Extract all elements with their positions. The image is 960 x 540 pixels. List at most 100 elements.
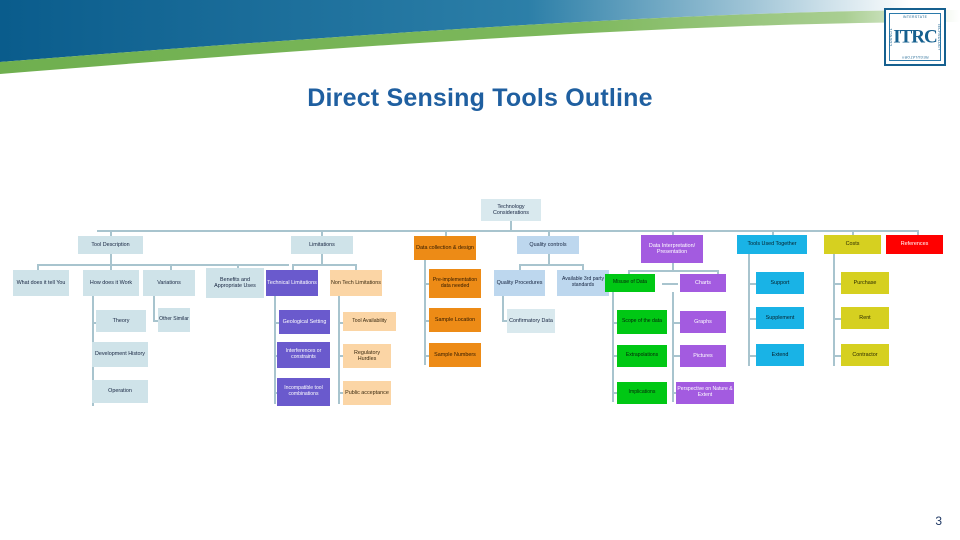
connector-preimplementation-link — [424, 283, 430, 285]
connector-geological-link — [274, 322, 280, 324]
node-incompatible-tools[interactable]: Incompatible tool combinations — [277, 378, 330, 406]
connector-other-similar-link — [153, 320, 159, 322]
node-charts[interactable]: Charts — [680, 274, 726, 292]
connector-datacollection-spine — [424, 260, 426, 365]
node-pictures[interactable]: Pictures — [680, 345, 726, 367]
node-interferences[interactable]: Interferences or constraints — [277, 342, 330, 368]
node-implications[interactable]: Implications — [617, 382, 667, 404]
connector-rent-link — [833, 318, 841, 320]
connector-tool-description-bar — [37, 264, 289, 266]
node-costs[interactable]: Costs — [824, 235, 881, 254]
connector-drop-data-interpretation — [672, 230, 674, 235]
connector-limitations-bar — [292, 264, 356, 266]
connector-lim-drop-1 — [292, 264, 294, 270]
connector-extrapolations-link — [612, 355, 618, 357]
connector-supplement-link — [748, 318, 756, 320]
connector-td-drop-2 — [110, 264, 112, 270]
node-contractor[interactable]: Contractor — [841, 344, 889, 366]
node-benefits-uses[interactable]: Benefits and Appropriate Uses — [206, 268, 264, 298]
connector-datainterp-bar — [628, 270, 718, 272]
node-misuse-of-data[interactable]: Misuse of Data — [605, 274, 655, 292]
header-banner — [0, 0, 960, 78]
connector-drop-tools-used-together — [772, 230, 774, 235]
connector-graphs-link — [672, 322, 680, 324]
node-development-history[interactable]: Development History — [92, 342, 148, 367]
node-other-similar[interactable]: Other Similar — [158, 308, 190, 332]
node-quality-procedures[interactable]: Quality Procedures — [494, 270, 545, 296]
page-title: Direct Sensing Tools Outline — [307, 84, 653, 112]
connector-confirmatory-link — [502, 320, 508, 322]
node-geological-setting[interactable]: Geological Setting — [279, 310, 330, 334]
connector-di-drop-left — [628, 270, 630, 276]
connector-quality-bar — [519, 264, 583, 266]
node-how-does-it-work[interactable]: How does it Work — [83, 270, 139, 296]
connector-sample-location-link — [424, 320, 430, 322]
connector-root-stem — [510, 221, 512, 231]
node-perspective-nature-extent[interactable]: Perspective on Nature & Extent — [676, 382, 734, 404]
connector-tool-description-stem — [110, 254, 112, 265]
node-tool-availability[interactable]: Tool Availability — [343, 312, 396, 331]
page-number: 3 — [935, 514, 942, 528]
connector-misuse-charts-link — [662, 283, 678, 285]
node-purchase[interactable]: Purchase — [841, 272, 889, 294]
node-public-acceptance[interactable]: Public acceptance — [343, 381, 391, 405]
node-tools-used-together[interactable]: Tools Used Together — [737, 235, 807, 254]
connector-contractor-link — [833, 355, 841, 357]
connector-costs-spine — [833, 254, 835, 366]
connector-td-drop-3 — [170, 264, 172, 270]
node-support[interactable]: Support — [756, 272, 804, 294]
connector-td-drop-1 — [37, 264, 39, 270]
node-extend[interactable]: Extend — [756, 344, 804, 366]
connector-nontechlim-spine — [338, 296, 340, 404]
connector-lim-drop-2 — [355, 264, 357, 270]
node-theory[interactable]: Theory — [96, 310, 146, 332]
connector-quality-stem — [548, 254, 550, 265]
node-scope-of-data[interactable]: Scope of the data — [617, 310, 667, 334]
node-limitations[interactable]: Limitations — [291, 236, 353, 254]
node-variations[interactable]: Variations — [143, 270, 195, 296]
node-pre-implementation[interactable]: Pre-implementation data needed — [429, 269, 481, 298]
logo-ring — [889, 13, 941, 61]
connector-scope-link — [612, 322, 618, 324]
connector-implications-link — [612, 392, 618, 394]
node-quality-controls[interactable]: Quality controls — [517, 236, 579, 254]
node-technology-considerations[interactable]: Technology Considerations — [481, 199, 541, 221]
node-operation[interactable]: Operation — [92, 380, 148, 403]
node-references[interactable]: References — [886, 235, 943, 254]
connector-limitations-stem — [321, 254, 323, 265]
connector-extend-link — [748, 355, 756, 357]
node-sample-location[interactable]: Sample Location — [429, 308, 481, 332]
connector-qualityproc-spine — [502, 296, 504, 320]
connector-tool-availability-link — [338, 322, 344, 324]
connector-qc-drop-1 — [519, 264, 521, 270]
node-what-does-it-tell-you[interactable]: What does it tell You — [13, 270, 69, 296]
node-third-party-standards[interactable]: Available 3rd party standards — [557, 270, 609, 296]
node-regulatory-hurdles[interactable]: Regulatory Hurdles — [343, 344, 391, 368]
connector-drop-costs — [852, 230, 854, 235]
connector-pictures-link — [672, 355, 680, 357]
logo-top-text: INTERSTATE — [902, 15, 928, 19]
node-graphs[interactable]: Graphs — [680, 311, 726, 333]
connector-qc-drop-2 — [582, 264, 584, 270]
connector-public-link — [338, 392, 344, 394]
connector-techlim-spine — [274, 296, 276, 404]
connector-datainterp-stem — [672, 263, 674, 271]
connector-purchase-link — [833, 283, 841, 285]
node-tool-description[interactable]: Tool Description — [78, 236, 143, 254]
logo-wordmark: ITRC — [893, 26, 938, 48]
node-rent[interactable]: Rent — [841, 307, 889, 329]
itrc-logo: INTERSTATE TECHNOLOGY REGULATORY COUNCIL… — [884, 8, 946, 66]
node-non-tech-limitations[interactable]: Non Tech Limitations — [330, 270, 382, 296]
connector-di-drop-right — [717, 270, 719, 276]
node-confirmatory-data[interactable]: Confirmatory Data — [507, 309, 555, 333]
connector-sample-numbers-link — [424, 355, 430, 357]
node-sample-numbers[interactable]: Sample Numbers — [429, 343, 481, 367]
node-technical-limitations[interactable]: Technical Limitations — [266, 270, 318, 296]
connector-charts-column-spine — [672, 292, 674, 402]
node-supplement[interactable]: Supplement — [756, 307, 804, 329]
node-data-collection[interactable]: Data collection & design — [414, 236, 476, 260]
node-data-interpretation[interactable]: Data Interpretation/ Presentation — [641, 235, 703, 263]
node-extrapolations[interactable]: Extrapolations — [617, 345, 667, 367]
connector-support-link — [748, 283, 756, 285]
